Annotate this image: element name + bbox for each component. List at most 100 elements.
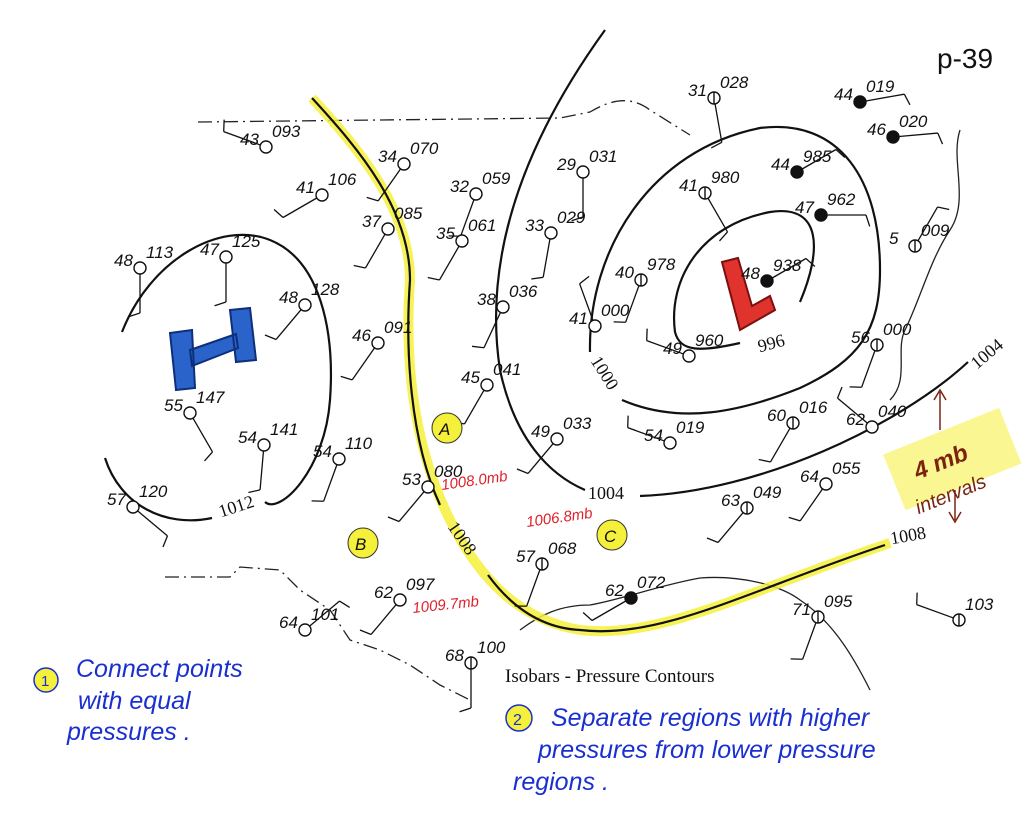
station-temperature: 64 (800, 467, 819, 486)
station-temperature: 37 (362, 212, 381, 231)
wind-barb-flag (340, 375, 353, 381)
point-c-pressure: 1006.8mb (525, 505, 593, 531)
wind-barb-flag (865, 214, 871, 227)
map-title: Isobars - Pressure Contours (505, 666, 715, 687)
station-temperature: 54 (238, 428, 257, 447)
isobar-996 (672, 209, 816, 350)
map-borders (165, 100, 961, 701)
station-temperature: 71 (792, 600, 811, 619)
note-1: 1 Connect points with equal pressures . (33, 655, 243, 746)
wind-barb-flag (203, 451, 213, 462)
station-pressure: 100 (477, 638, 506, 657)
isobar-label-1008-right: 1008 (889, 522, 928, 548)
high-pressure-symbol: H (168, 306, 258, 392)
point-c-letter: C (604, 527, 617, 546)
station-pressure: 029 (557, 208, 586, 227)
station-pressure: 147 (196, 388, 225, 407)
wind-barb (370, 604, 397, 635)
wind-barb (865, 93, 905, 102)
station-pressure: 110 (345, 434, 373, 453)
station-pressure: 041 (493, 360, 521, 379)
wind-barb (837, 397, 868, 424)
sky-cover-icon (496, 300, 510, 314)
wind-barb-flag (459, 707, 472, 713)
wind-barb-flag (835, 149, 846, 159)
station-pressure: 141 (270, 420, 298, 439)
station-pressure: 125 (232, 232, 261, 251)
station-temperature: 41 (296, 178, 315, 197)
station-pressure: 113 (146, 243, 174, 262)
point-b: B 1009.7mb (347, 527, 480, 617)
station-temperature: 48 (741, 264, 760, 283)
point-b-pressure: 1009.7mb (412, 593, 480, 617)
wind-barb-flag (582, 611, 593, 621)
station-pressure: 101 (311, 605, 339, 624)
station-temperature: 43 (240, 130, 259, 149)
isobar-label-996: 996 (756, 330, 787, 356)
station-temperature: 68 (445, 646, 464, 665)
station-temperature: 41 (679, 176, 698, 195)
sky-cover-icon (332, 452, 346, 466)
sky-cover-icon (133, 261, 147, 275)
station-pressure: 962 (827, 190, 856, 209)
sky-cover-icon (371, 336, 385, 350)
station-temperature: 48 (279, 288, 298, 307)
station-pressure: 085 (394, 204, 423, 223)
sky-cover-icon (853, 95, 867, 109)
station-temperature: 40 (615, 263, 634, 282)
sky-cover-icon (298, 298, 312, 312)
station-temperature: 55 (164, 396, 183, 415)
wind-barb-flag (758, 458, 771, 463)
wind-barb-flag (937, 132, 944, 145)
station-pressure: 020 (899, 112, 928, 131)
wind-barb (799, 488, 824, 522)
low-pressure-symbol: L (720, 256, 777, 332)
wind-barb (542, 238, 551, 278)
station-temperature: 5 (889, 229, 899, 248)
station-pressure: 091 (384, 318, 412, 337)
station-temperature: 54 (313, 442, 332, 461)
note-2-number: 2 (513, 712, 522, 729)
wind-barb-flag (903, 93, 911, 106)
wind-barb-flag (579, 275, 590, 285)
wind-barb (438, 245, 460, 281)
sky-cover-icon (588, 319, 602, 333)
sky-cover-icon (183, 406, 197, 420)
wind-barb-flag (162, 535, 169, 548)
wind-barb (714, 103, 723, 143)
isobar-1008 (311, 97, 441, 506)
station-pressure: 128 (311, 280, 340, 299)
station-model: 48 128 (264, 280, 340, 341)
wind-barb (527, 443, 554, 474)
station-pressure: 031 (589, 147, 617, 166)
sky-cover-icon (393, 593, 407, 607)
station-temperature: 57 (107, 490, 126, 509)
station-temperature: 49 (531, 422, 550, 441)
station-pressure: 072 (637, 573, 666, 592)
wind-barb-flag (339, 600, 350, 608)
station-model: 103 (916, 592, 994, 627)
wind-barb (483, 312, 502, 349)
wind-barb (801, 622, 817, 660)
sky-cover-icon (624, 591, 638, 605)
station-pressure: 097 (406, 575, 435, 594)
wind-barb-flag (264, 334, 277, 341)
wind-barb-flag (571, 216, 584, 222)
wind-barb-flag (359, 629, 372, 636)
isobar-1008-b (487, 543, 886, 633)
sky-cover-icon (397, 157, 411, 171)
wind-barb-flag (353, 264, 366, 269)
station-temperature: 63 (721, 491, 740, 510)
station-pressure: 033 (563, 414, 592, 433)
